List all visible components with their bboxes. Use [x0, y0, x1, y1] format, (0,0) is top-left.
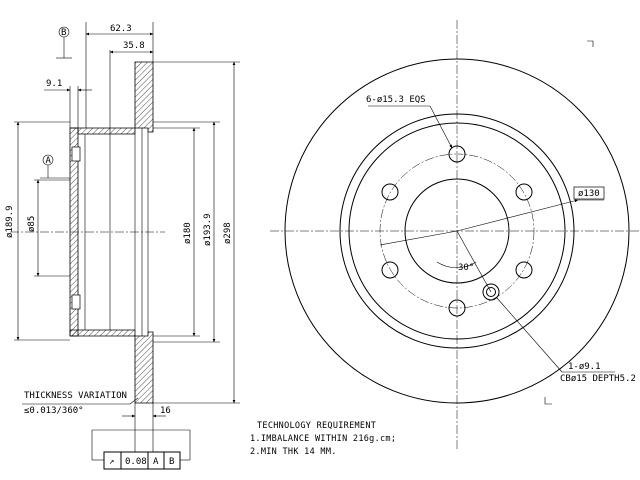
tolerance-datum-1: A: [153, 457, 159, 467]
aux-hole: [486, 287, 496, 297]
hat-wall-top: [70, 127, 136, 135]
bolt-circle-label-box: [573, 186, 605, 200]
bolt-holes-label: 6-ø15.3 EQS: [366, 95, 426, 105]
aux-hole-line2: CBø15 DEPTH5.2: [560, 374, 636, 384]
flange-bolt-hole-top: [71, 146, 81, 162]
aux-hole-counterbore: [482, 283, 500, 301]
dim-inner-dia: ø180: [183, 222, 193, 244]
runout-symbol: ↗: [109, 457, 114, 467]
thickness-variation-title: THICKNESS VARIATION: [24, 391, 127, 401]
rotor-rim-top: [134, 61, 154, 133]
side-view: 62.3 35.8 9.1 B A ø189.9 ø85 ø180: [5, 22, 240, 470]
bolt-hole-1: [448, 145, 466, 163]
dim-hub-dia: ø189.9: [5, 205, 15, 238]
corner-mark-top-right: [587, 40, 594, 47]
bolt-hole-6: [381, 183, 399, 201]
tolerance-datum-2: B: [169, 457, 174, 467]
bolt-circle-label: ø130: [578, 189, 600, 199]
dim-outer-dia: ø298: [223, 222, 233, 244]
thickness-variation-value: ≤0.013/360°: [24, 406, 84, 416]
bolt-hole-3: [515, 261, 533, 279]
tolerance-frame: ↗ 0.08 A B: [103, 451, 181, 470]
tolerance-value: 0.08: [125, 457, 147, 467]
angle-label: 30°: [458, 263, 474, 273]
tech-req-title: TECHNOLOGY REQUIREMENT: [257, 421, 376, 431]
dim-pilot-dia: ø85: [27, 216, 37, 232]
datum-b-label: B: [61, 28, 66, 38]
technology-requirement: TECHNOLOGY REQUIREMENT 1.IMBALANCE WITHI…: [250, 421, 396, 457]
dim-flange-thickness: 9.1: [46, 79, 62, 89]
aux-hole-line1: 1-ø9.1: [568, 362, 601, 372]
tech-req-line2: 2.MIN THK 14 MM.: [250, 447, 337, 457]
rotor-rim-bottom: [134, 331, 154, 404]
dim-hat-depth: 35.8: [123, 41, 145, 51]
flange-bolt-hole-bottom: [71, 294, 81, 310]
tech-req-line1: 1.IMBALANCE WITHIN 216g.cm;: [250, 434, 396, 444]
hat-wall-bottom: [69, 329, 136, 337]
dim-overall-width: 62.3: [110, 24, 132, 34]
bolt-hole-5: [381, 261, 399, 279]
dim-disc-thickness: 16: [160, 406, 171, 416]
front-view: 30° 6-ø15.3 EQS ø130 1-ø9.1 CBø15 DEPTH5…: [270, 20, 640, 450]
dim-hat-outer-dia: ø193.9: [203, 213, 213, 246]
bolt-hole-4: [448, 299, 466, 317]
corner-mark-bottom-right: [544, 397, 552, 405]
datum-a-label: A: [46, 156, 52, 166]
bolt-hole-2: [515, 183, 533, 201]
